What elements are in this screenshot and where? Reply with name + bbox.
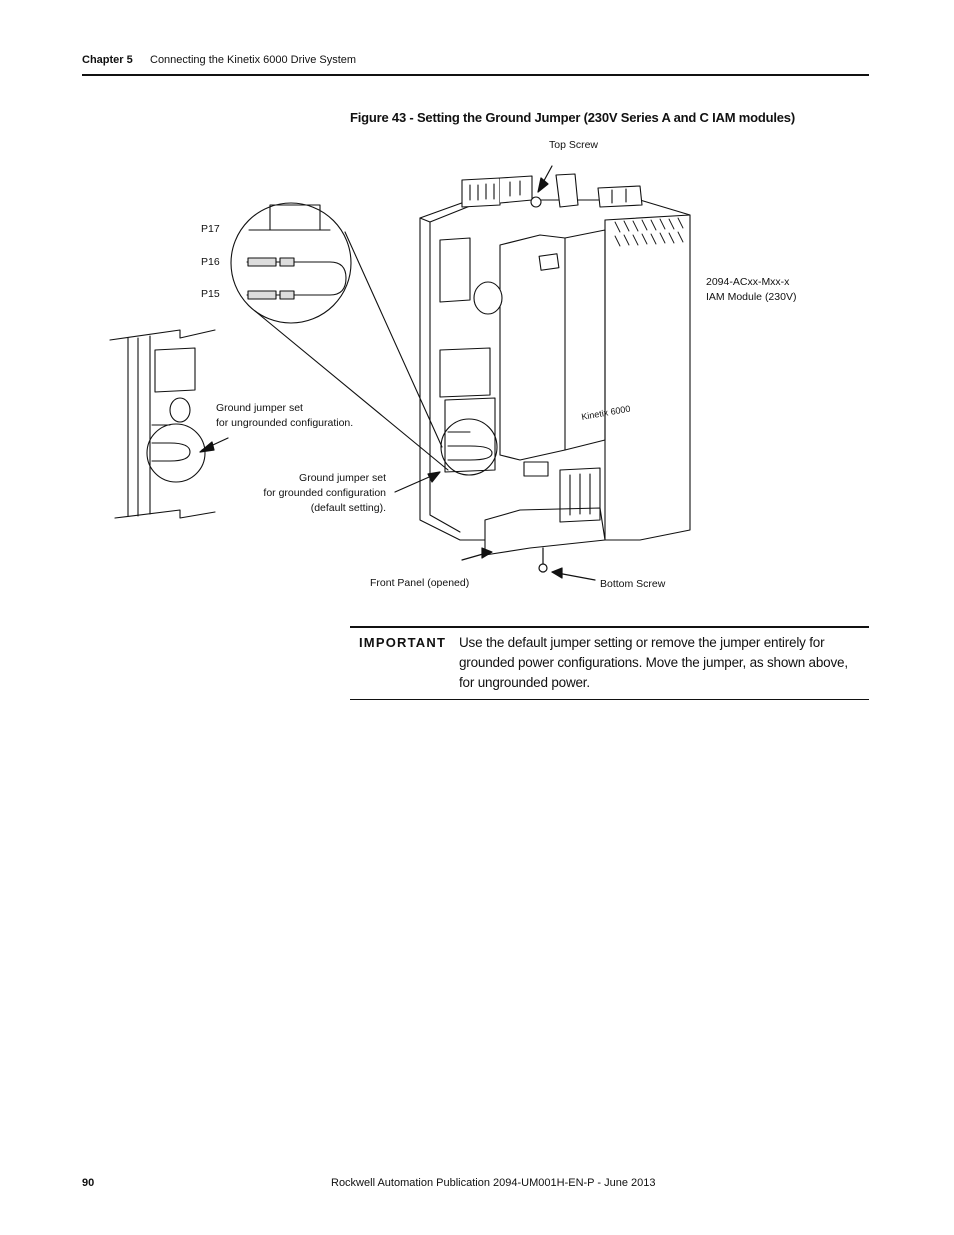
drive-illustration: Kinetix 6000 (109, 165, 691, 581)
module-label: 2094-ACxx-Mxx-x IAM Module (230V) (706, 275, 796, 305)
grounded-label-line2: for grounded configuration (263, 487, 386, 499)
ungrounded-label-line1: Ground jumper set (216, 402, 303, 414)
front-panel: Kinetix 6000 (484, 229, 631, 556)
important-label: IMPORTANT (359, 635, 447, 650)
grounded-label: Ground jumper set for grounded configura… (240, 471, 386, 516)
important-bottom-rule (350, 699, 869, 700)
p16-label: P16 (201, 256, 220, 268)
figure-caption: Figure 43 - Setting the Ground Jumper (2… (350, 110, 795, 125)
important-top-rule (350, 626, 869, 628)
callout-arrows (199, 165, 596, 581)
grounded-label-line3: (default setting). (310, 502, 386, 514)
chapter-label: Chapter 5 (82, 54, 133, 66)
front-panel-label: Front Panel (opened) (370, 577, 470, 589)
important-text: Use the default jumper setting or remove… (459, 635, 848, 690)
publication-info: Rockwell Automation Publication 2094-UM0… (331, 1177, 656, 1189)
grounded-label-line1: Ground jumper set (299, 472, 386, 484)
module-jumper (440, 418, 498, 476)
p17-label: P17 (201, 223, 220, 235)
ungrounded-inset (109, 329, 216, 519)
chassis-internals (439, 237, 503, 473)
chapter-title: Connecting the Kinetix 6000 Drive System (150, 54, 357, 66)
ungrounded-label-line2: for ungrounded configuration. (216, 417, 354, 429)
bottom-screw-label: Bottom Screw (600, 578, 666, 590)
page-number: 90 (82, 1177, 95, 1189)
header-rule (82, 74, 869, 76)
p15-label: P15 (201, 288, 220, 300)
vent-slots (614, 217, 684, 247)
module-description: IAM Module (230V) (706, 291, 797, 303)
ungrounded-label: Ground jumper set for ungrounded configu… (216, 401, 353, 431)
top-screw-label: Top Screw (549, 139, 599, 151)
module-catalog-number: 2094-ACxx-Mxx-x (706, 276, 790, 288)
magnifier (230, 202, 449, 471)
